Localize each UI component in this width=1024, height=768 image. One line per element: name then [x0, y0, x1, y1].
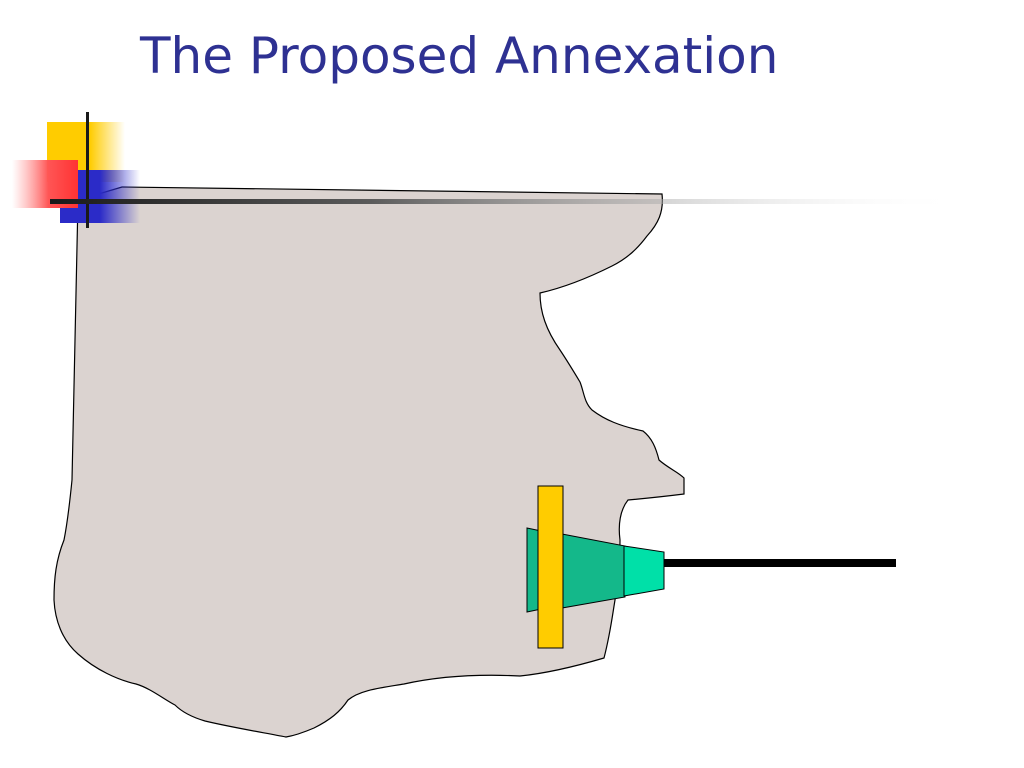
decor-vertical-line	[86, 112, 89, 228]
funnel-left	[561, 533, 626, 609]
funnel-right	[623, 545, 665, 597]
corner-squares-icon	[12, 112, 140, 228]
title-rule	[50, 199, 962, 204]
slide-title: The Proposed Annexation	[140, 27, 779, 85]
pipe-line	[662, 559, 896, 567]
annexation-area-shape	[53, 186, 685, 738]
yellow-bar	[537, 485, 564, 649]
